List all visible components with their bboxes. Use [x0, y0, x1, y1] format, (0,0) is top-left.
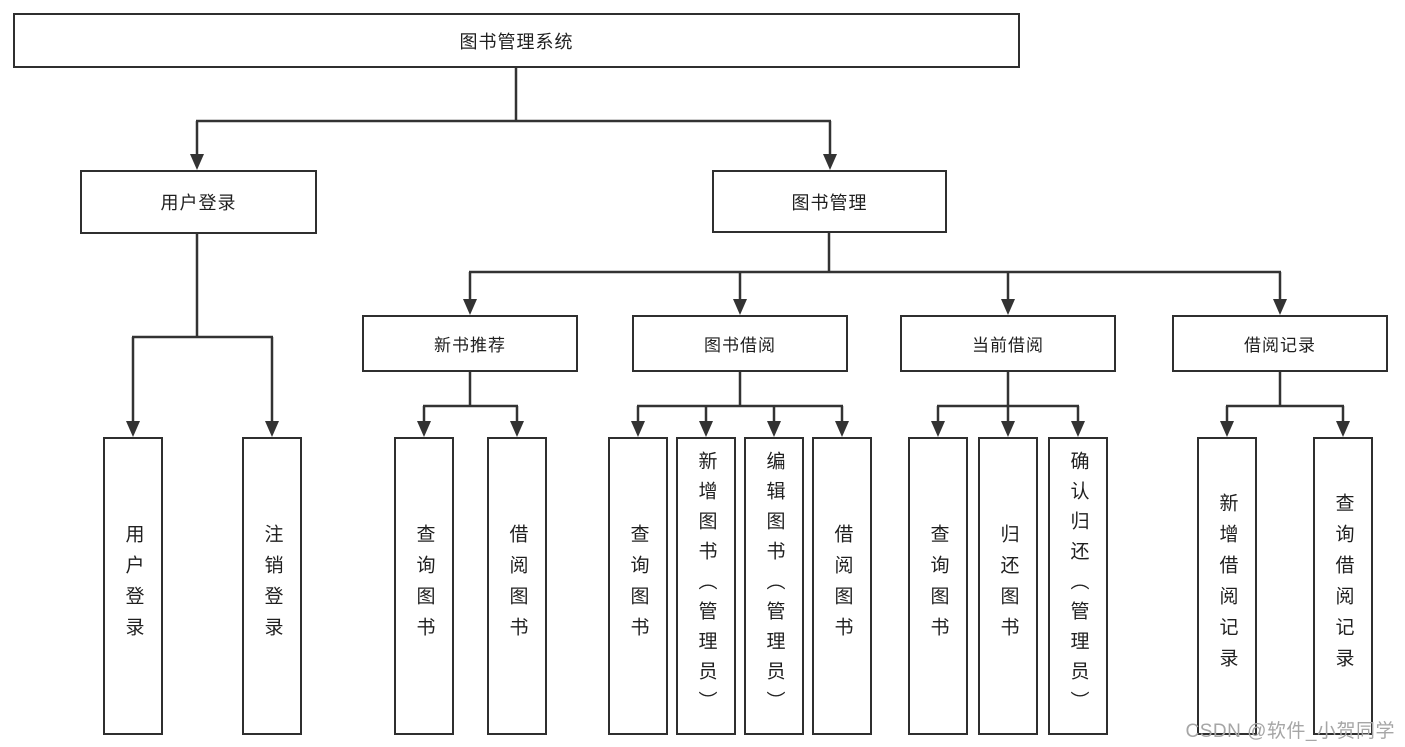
leaf-logout-login: 注销登录: [242, 437, 302, 735]
node-book-management: 图书管理: [712, 170, 947, 233]
leaf-current-return-book-label: 归还图书: [997, 524, 1019, 648]
leaf-recommend-borrow-book-label: 借阅图书: [506, 524, 528, 648]
leaf-current-confirm-return-admin: 确认归还（管理员）: [1048, 437, 1108, 735]
node-current-borrow: 当前借阅: [900, 315, 1116, 372]
leaf-borrow-query-book-label: 查询图书: [627, 524, 649, 648]
node-borrow-record: 借阅记录: [1172, 315, 1388, 372]
connector-book-management-to-level3: [463, 233, 1287, 315]
leaf-current-query-book-label: 查询图书: [927, 524, 949, 648]
connector-book-borrow-to-leaves: [631, 372, 849, 437]
leaf-borrow-query-book: 查询图书: [608, 437, 668, 735]
connector-borrow-record-to-leaves: [1220, 372, 1350, 437]
node-root-label: 图书管理系统: [459, 31, 574, 52]
leaf-user-login: 用户登录: [103, 437, 163, 735]
leaf-record-query-record: 查询借阅记录: [1313, 437, 1373, 735]
leaf-record-query-record-label: 查询借阅记录: [1332, 493, 1354, 679]
leaf-borrow-edit-book-admin: 编辑图书（管理员）: [744, 437, 804, 735]
connector-new-book-recommend-to-leaves: [417, 372, 524, 437]
leaf-borrow-borrow-book: 借阅图书: [812, 437, 872, 735]
leaf-recommend-borrow-book: 借阅图书: [487, 437, 547, 735]
node-current-borrow-label: 当前借阅: [972, 336, 1044, 355]
node-book-management-label: 图书管理: [791, 192, 868, 213]
leaf-current-return-book: 归还图书: [978, 437, 1038, 735]
leaf-recommend-query-book: 查询图书: [394, 437, 454, 735]
node-borrow-record-label: 借阅记录: [1244, 336, 1316, 355]
leaf-recommend-query-book-label: 查询图书: [413, 524, 435, 648]
node-user-login: 用户登录: [80, 170, 317, 234]
leaf-borrow-add-book-admin-label: 新增图书（管理员）: [695, 451, 717, 721]
leaf-user-login-label: 用户登录: [122, 524, 144, 648]
node-new-book-recommend: 新书推荐: [362, 315, 578, 372]
connector-user-login-to-leaves: [126, 234, 279, 437]
connector-current-borrow-to-leaves: [931, 372, 1085, 437]
leaf-record-add-record-label: 新增借阅记录: [1216, 493, 1238, 679]
csdn-watermark: CSDN @软件_小贺同学: [1185, 721, 1395, 742]
connector-root-to-level2: [190, 68, 837, 170]
leaf-borrow-borrow-book-label: 借阅图书: [831, 524, 853, 648]
node-new-book-recommend-label: 新书推荐: [434, 336, 506, 355]
leaf-borrow-add-book-admin: 新增图书（管理员）: [676, 437, 736, 735]
node-root: 图书管理系统: [13, 13, 1020, 68]
node-book-borrow-label: 图书借阅: [704, 336, 776, 355]
leaf-current-query-book: 查询图书: [908, 437, 968, 735]
node-book-borrow: 图书借阅: [632, 315, 848, 372]
leaf-borrow-edit-book-admin-label: 编辑图书（管理员）: [763, 451, 785, 721]
leaf-record-add-record: 新增借阅记录: [1197, 437, 1257, 735]
node-user-login-label: 用户登录: [160, 193, 237, 213]
leaf-current-confirm-return-admin-label: 确认归还（管理员）: [1067, 451, 1089, 721]
leaf-logout-login-label: 注销登录: [261, 524, 283, 648]
